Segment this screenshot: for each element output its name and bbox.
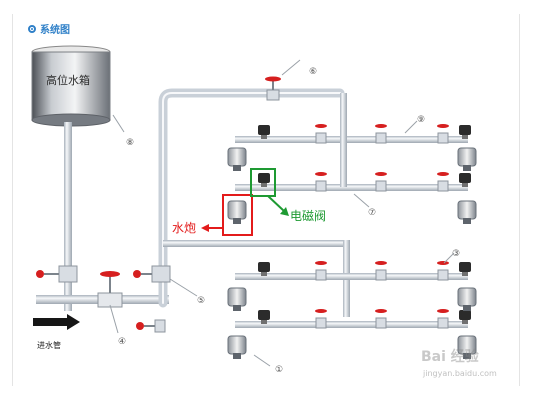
- tank-drop-pipe: [64, 122, 72, 311]
- lower-valve-3: [437, 261, 449, 281]
- callout-line-3: [443, 252, 455, 264]
- marker-9: ⑨: [417, 115, 425, 125]
- water-cannon-lower-left-1: [227, 287, 247, 311]
- callout-line-6: [281, 59, 301, 76]
- frame-left-border: [12, 14, 13, 386]
- marker-4: ④: [118, 337, 126, 347]
- solenoid-valve-upper-right-2: [459, 173, 471, 187]
- section-title-text: 系统图: [40, 25, 70, 36]
- water-cannon-lower-left-2: [227, 335, 247, 359]
- callout-line-7: [353, 193, 370, 208]
- marker-8: ⑧: [126, 138, 134, 148]
- marker-3: ③: [452, 249, 460, 259]
- callout-line-1: [253, 354, 271, 367]
- frame-right-border: [519, 14, 520, 386]
- upper-valve-2: [375, 124, 387, 144]
- top-valve: [265, 76, 281, 101]
- bullet-circle-icon: [28, 24, 36, 33]
- water-cannon-lower-right-1: [457, 287, 477, 311]
- watermark-url: jingyan.baidu.com: [423, 369, 497, 378]
- water-cannon-upper-left-2: [227, 200, 247, 224]
- solenoid-valve-lower-left-1: [258, 262, 270, 276]
- riser-valve: [133, 265, 171, 333]
- upper-valve-1: [315, 124, 327, 144]
- callout-line-5: [169, 278, 198, 297]
- watermark-text: Bai 经验: [421, 349, 479, 365]
- water-cannon-label: 水炮: [172, 221, 196, 235]
- lower-valve-6: [437, 309, 449, 329]
- solenoid-valve-lower-left-2: [258, 310, 270, 324]
- tank-outlet-valve: [36, 265, 78, 283]
- lower-branch-2: [235, 321, 468, 328]
- water-cannon-upper-right-2: [457, 200, 477, 224]
- upper-valve-4: [315, 172, 327, 192]
- marker-1: ①: [275, 365, 283, 375]
- middle-connector-pipe: [163, 240, 349, 247]
- water-cannon-group: [227, 147, 477, 359]
- water-cannon-upper-left-1: [227, 147, 247, 171]
- water-cannon-upper-right-1: [457, 147, 477, 171]
- callout-line-8: [112, 114, 125, 133]
- upper-branch-1: [235, 136, 468, 143]
- solenoid-valve-upper-left-2: [258, 173, 270, 187]
- solenoid-highlight-box: [250, 168, 276, 197]
- callout-line-9: [404, 120, 418, 134]
- solenoid-valve-label: 电磁阀: [290, 208, 326, 223]
- upper-valve-5: [375, 172, 387, 192]
- solenoid-valve-upper-right-1: [459, 125, 471, 139]
- inlet-gate-valve: [97, 271, 123, 308]
- section-title: 系统图: [28, 21, 70, 36]
- tank-label: 高位水箱: [46, 73, 90, 87]
- lower-branch-1: [235, 273, 468, 280]
- solenoid-arrow: [267, 195, 289, 216]
- inlet-pipe-label: 进水管: [37, 340, 61, 350]
- upper-branch-2: [235, 184, 468, 191]
- callout-line-4: [109, 304, 119, 334]
- upper-vertical-pipe: [340, 93, 347, 187]
- solenoid-valve-lower-right-2: [459, 310, 471, 324]
- water-cannon-highlight-box: [222, 194, 253, 236]
- water-cannon-lower-right-2: [457, 335, 477, 359]
- water-cannon-arrow: [201, 224, 222, 232]
- lower-valve-2: [375, 261, 387, 281]
- lower-valve-5: [375, 309, 387, 329]
- upper-valve-3: [437, 124, 449, 144]
- lower-valve-4: [315, 309, 327, 329]
- solenoid-valve-upper-left-1: [258, 125, 270, 139]
- inlet-arrow-icon: [33, 314, 80, 330]
- lower-valve-1: [315, 261, 327, 281]
- marker-6: ⑥: [309, 67, 317, 77]
- high-water-tank: 高位水箱: [31, 45, 111, 127]
- marker-5: ⑤: [197, 296, 205, 306]
- marker-7: ⑦: [368, 208, 376, 218]
- upper-valve-6: [437, 172, 449, 192]
- solenoid-valve-lower-right-1: [459, 262, 471, 276]
